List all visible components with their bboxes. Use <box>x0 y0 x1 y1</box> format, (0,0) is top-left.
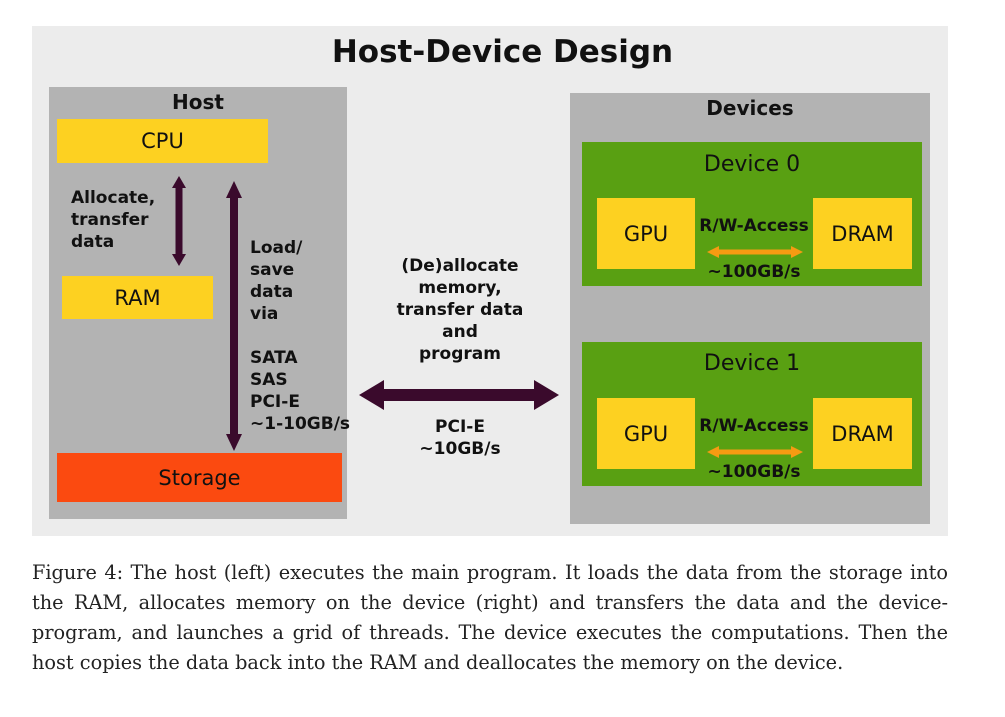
link-top-label: (De)allocate memory, transfer data and p… <box>380 255 540 365</box>
save-line: save <box>250 260 295 280</box>
memory-line: memory, <box>418 278 502 298</box>
storage-label: Storage <box>158 465 241 490</box>
link-pcie-line: PCI-E <box>435 417 485 437</box>
device-0-gpu-label: GPU <box>623 221 669 246</box>
host-device-arrow <box>359 380 559 410</box>
device-1-access-label: R/W-Access <box>699 416 809 436</box>
device-0-title: Device 0 <box>703 152 801 177</box>
deallocate-line: (De)allocate <box>401 256 519 276</box>
data-line: data <box>250 282 294 302</box>
host-speed-line: ~1-10GB/s <box>250 414 351 434</box>
sas-line: SAS <box>250 370 288 390</box>
program-line: program <box>419 344 501 364</box>
device-0-dram-block: DRAM <box>813 198 912 269</box>
storage-block: Storage <box>57 453 342 502</box>
diagram-title: Host-Device Design <box>331 34 674 70</box>
load-save-arrow <box>226 181 242 451</box>
device-1-access-arrow <box>707 446 803 458</box>
load-line: Load/ <box>250 238 303 258</box>
device-0-access-label: R/W-Access <box>699 216 809 236</box>
transfer-line: transfer <box>71 210 149 230</box>
cpu-label: CPU <box>141 129 184 153</box>
device-1-dram-block: DRAM <box>813 398 912 469</box>
device-0-speed-label: ~100GB/s <box>707 262 801 282</box>
device-1-gpu-block: GPU <box>597 398 695 469</box>
devices-heading: Devices <box>706 96 794 120</box>
device-1-speed-label: ~100GB/s <box>707 462 801 482</box>
ram-block: RAM <box>62 276 213 319</box>
figure-caption: Figure 4: The host (left) executes the m… <box>32 561 948 674</box>
and-line: and <box>442 322 478 342</box>
link-bottom-label: PCI-E ~10GB/s <box>380 416 540 460</box>
device-0-dram-label: DRAM <box>831 221 894 246</box>
ram-label: RAM <box>114 285 161 310</box>
device-1-dram-label: DRAM <box>831 421 894 446</box>
device-0-access-arrow <box>707 246 803 258</box>
cpu-block: CPU <box>57 119 268 163</box>
transfer-data-line: transfer data <box>396 300 524 320</box>
data-line: data <box>71 232 115 252</box>
allocate-line: Allocate, <box>71 188 156 208</box>
sata-line: SATA <box>250 348 298 368</box>
load-save-label: Load/ save data via SATA SAS PCI-E ~1-10… <box>250 237 350 435</box>
host-heading: Host <box>172 90 224 114</box>
device-1-gpu-label: GPU <box>623 421 669 446</box>
pcie-line: PCI-E <box>250 392 300 412</box>
device-0-gpu-block: GPU <box>597 198 695 269</box>
via-line: via <box>250 304 279 324</box>
device-1-title: Device 1 <box>703 351 801 376</box>
link-speed-line: ~10GB/s <box>419 439 501 459</box>
allocate-transfer-label: Allocate, transfer data <box>71 187 155 253</box>
cpu-ram-arrow <box>172 176 186 266</box>
